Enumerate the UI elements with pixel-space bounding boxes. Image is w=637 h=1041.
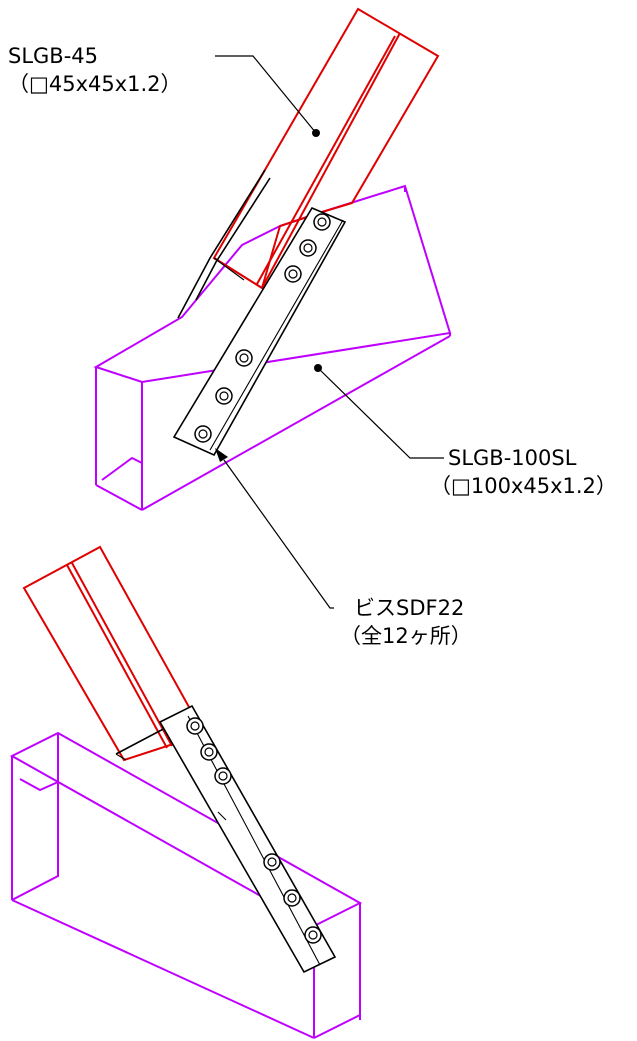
screw <box>304 926 322 944</box>
screw <box>284 265 302 283</box>
screw <box>313 213 331 231</box>
screw <box>299 239 317 257</box>
screw <box>194 425 212 443</box>
screw-spec: （全12ヶ所） <box>340 624 472 648</box>
screw <box>200 743 218 761</box>
leader-arrowhead <box>215 448 228 462</box>
screw-label: ビスSDF22 （全12ヶ所） <box>340 594 472 650</box>
screw <box>283 889 301 907</box>
screw <box>235 349 253 367</box>
leader-dot-beam <box>314 364 322 372</box>
screws-lower <box>186 717 322 944</box>
screw <box>186 717 204 735</box>
screw <box>215 387 233 405</box>
brace-name: SLGB-45 <box>8 44 99 68</box>
plate-upper <box>172 206 347 457</box>
screw <box>214 767 232 785</box>
screw-name: ビスSDF22 <box>354 596 465 620</box>
brace-upper <box>212 7 440 290</box>
leader-dot-brace <box>312 129 320 137</box>
beam-spec: （□100x45x1.2） <box>430 474 617 498</box>
beam-name: SLGB-100SL <box>448 446 577 470</box>
brace-label: SLGB-45 （□45x45x1.2） <box>8 42 182 98</box>
screws-upper <box>194 213 331 443</box>
gusset-upper <box>177 169 271 319</box>
screw <box>263 853 281 871</box>
upper-view <box>93 7 452 609</box>
leaders-upper <box>215 55 444 609</box>
beam-label: SLGB-100SL （□100x45x1.2） <box>430 444 617 500</box>
beam-lower <box>9 731 363 1039</box>
brace-spec: （□45x45x1.2） <box>8 72 182 96</box>
lower-view <box>9 545 363 1039</box>
